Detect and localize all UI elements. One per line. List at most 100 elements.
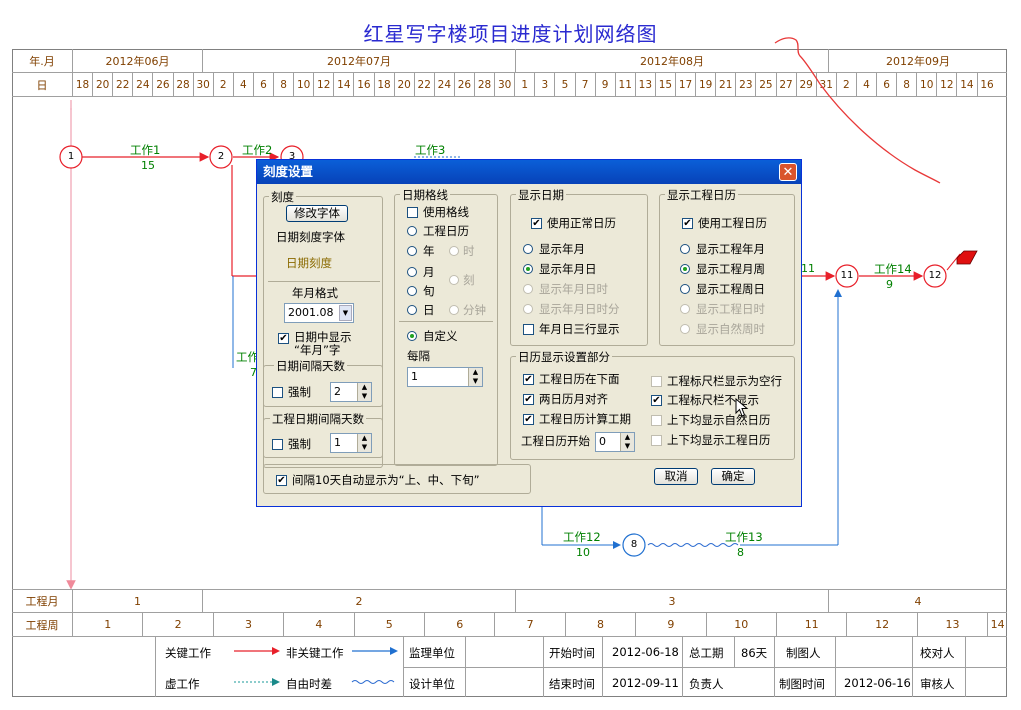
work-below-checkbox[interactable]: ✔ bbox=[523, 374, 534, 385]
use-work-cal-checkbox[interactable]: ✔ bbox=[682, 218, 693, 229]
legend-supervisor: 监理单位 bbox=[409, 646, 455, 660]
cancel-button[interactable]: 取消 bbox=[654, 468, 698, 485]
auto-xun-box: ✔ 间隔10天自动显示为“上、中、下旬” bbox=[263, 464, 531, 494]
grid-every-stepper[interactable]: 1 ▲▼ bbox=[407, 367, 483, 387]
project-week-cell: 11 bbox=[776, 613, 846, 636]
grid-quarter-radio[interactable] bbox=[449, 275, 459, 285]
work-duration: 11 bbox=[801, 262, 815, 275]
three-rows-checkbox[interactable] bbox=[523, 324, 534, 335]
ok-button[interactable]: 确定 bbox=[711, 468, 755, 485]
show-ym-checkbox[interactable]: ✔ bbox=[278, 333, 289, 344]
month-cell: 2012年08月 bbox=[515, 49, 828, 72]
spin-arrows-icon[interactable]: ▲▼ bbox=[620, 433, 634, 451]
end-time-value: 2012-09-11 bbox=[612, 676, 679, 690]
day-cell: 22 bbox=[112, 73, 132, 96]
mouse-cursor-icon bbox=[735, 398, 749, 417]
total-period-label: 总工期 bbox=[689, 646, 724, 660]
work-wd-radio[interactable] bbox=[680, 284, 690, 294]
grid-year-label: 年 bbox=[423, 244, 435, 258]
day-cell: 18 bbox=[373, 73, 394, 96]
modify-font-button[interactable]: 修改字体 bbox=[286, 205, 348, 222]
project-month-cell: 2 bbox=[202, 590, 515, 612]
chevron-down-icon[interactable]: ▼ bbox=[339, 305, 352, 321]
project-week-cell: 3 bbox=[212, 613, 283, 636]
virtual-arrow-icon bbox=[234, 678, 280, 686]
natural-wh-radio[interactable] bbox=[680, 324, 690, 334]
annotation-scribble bbox=[774, 37, 941, 184]
grid-hour-radio[interactable] bbox=[449, 246, 459, 256]
project-month-row: 工程月 1 2 3 4 bbox=[12, 589, 1007, 613]
grid-day-radio[interactable] bbox=[407, 305, 417, 315]
node-label: 11 bbox=[840, 270, 854, 281]
spin-arrows-icon[interactable]: ▲▼ bbox=[357, 383, 371, 401]
grid-minute-radio[interactable] bbox=[449, 305, 459, 315]
work-force-checkbox[interactable] bbox=[272, 439, 283, 450]
work-mw-radio[interactable] bbox=[680, 264, 690, 274]
work-interval-stepper[interactable]: 1 ▲▼ bbox=[330, 433, 372, 453]
show-ymd-radio[interactable] bbox=[523, 264, 533, 274]
auto-xun-label: 间隔10天自动显示为“上、中、下旬” bbox=[292, 473, 480, 487]
auto-xun-checkbox[interactable]: ✔ bbox=[276, 475, 287, 486]
grid-workday-label: 工程日历 bbox=[423, 224, 469, 238]
day-cell: 23 bbox=[735, 73, 755, 96]
cal-start-stepper[interactable]: 0 ▲▼ bbox=[595, 432, 635, 452]
project-week-cell: 2 bbox=[142, 613, 212, 636]
month-cell: 2012年06月 bbox=[72, 49, 202, 72]
use-normal-cal-checkbox[interactable]: ✔ bbox=[531, 218, 542, 229]
grid-month-radio[interactable] bbox=[407, 267, 417, 277]
start-time-value: 2012-06-18 bbox=[612, 645, 679, 659]
spin-arrows-icon[interactable]: ▲▼ bbox=[468, 368, 482, 386]
work-name: 工作12 bbox=[563, 530, 601, 544]
day-cell: 27 bbox=[775, 73, 796, 96]
work-duration: 8 bbox=[737, 546, 744, 559]
date-grid-group: 日期格线 使用格线 工程日历 年 时 月 刻 旬 日 分钟 自定义 每隔 1 ▲… bbox=[394, 187, 498, 466]
two-align-checkbox[interactable]: ✔ bbox=[523, 394, 534, 405]
end-time-label: 结束时间 bbox=[549, 677, 595, 691]
day-cell: 22 bbox=[413, 73, 434, 96]
show-ymd-label: 显示年月日 bbox=[539, 262, 597, 276]
show-ymdhm-radio[interactable] bbox=[523, 304, 533, 314]
legend-free-float: 自由时差 bbox=[286, 677, 332, 691]
work-ym-radio[interactable] bbox=[680, 244, 690, 254]
cal-start-label: 工程日历开始 bbox=[521, 434, 590, 448]
grid-quarter-label: 刻 bbox=[463, 273, 475, 287]
day-cell: 2 bbox=[212, 73, 233, 96]
show-ymdh-label: 显示年月日时 bbox=[539, 282, 608, 296]
work-duration: 15 bbox=[141, 159, 155, 172]
cal-display-title: 日历显示设置部分 bbox=[516, 349, 612, 365]
date-font-label: 日期刻度字体 bbox=[276, 230, 345, 244]
use-grid-checkbox[interactable] bbox=[407, 207, 418, 218]
project-week-label: 工程周 bbox=[25, 618, 59, 632]
both-natural-checkbox[interactable] bbox=[651, 415, 662, 426]
ruler-hide-checkbox[interactable]: ✔ bbox=[651, 395, 662, 406]
work-mw-label: 显示工程月周 bbox=[696, 262, 765, 276]
show-ym-label-2: “年月”字 bbox=[294, 343, 341, 357]
close-icon[interactable]: ✕ bbox=[779, 163, 797, 181]
natural-wh-label: 显示自然周时 bbox=[696, 322, 765, 336]
ym-format-select[interactable]: 2001.08 ▼ bbox=[284, 303, 354, 323]
calc-period-checkbox[interactable]: ✔ bbox=[523, 414, 534, 425]
work-dh-radio[interactable] bbox=[680, 304, 690, 314]
date-force-checkbox[interactable] bbox=[272, 387, 283, 398]
date-grid-title: 日期格线 bbox=[400, 187, 450, 203]
both-work-checkbox[interactable] bbox=[651, 435, 662, 446]
ruler-empty-checkbox[interactable] bbox=[651, 376, 662, 387]
show-ymdh-radio[interactable] bbox=[523, 284, 533, 294]
grid-year-radio[interactable] bbox=[407, 246, 417, 256]
grid-xun-radio[interactable] bbox=[407, 286, 417, 296]
work-below-label: 工程日历在下面 bbox=[539, 372, 620, 386]
work-duration: 10 bbox=[576, 546, 590, 559]
day-cell: 14 bbox=[333, 73, 353, 96]
spin-arrows-icon[interactable]: ▲▼ bbox=[357, 434, 371, 452]
grid-workday-radio[interactable] bbox=[407, 226, 417, 236]
grid-custom-radio[interactable] bbox=[407, 331, 417, 341]
ym-format-value: 2001.08 bbox=[288, 306, 334, 319]
project-month-cell: 4 bbox=[828, 590, 1007, 612]
show-ym-radio[interactable] bbox=[523, 244, 533, 254]
date-interval-stepper[interactable]: 2 ▲▼ bbox=[330, 382, 372, 402]
day-cell: 16 bbox=[353, 73, 373, 96]
grid-minute-label: 分钟 bbox=[463, 303, 486, 317]
node-8 bbox=[622, 533, 646, 557]
project-month-cell: 3 bbox=[515, 590, 828, 612]
dialog-title[interactable]: 刻度设置 bbox=[257, 160, 801, 184]
